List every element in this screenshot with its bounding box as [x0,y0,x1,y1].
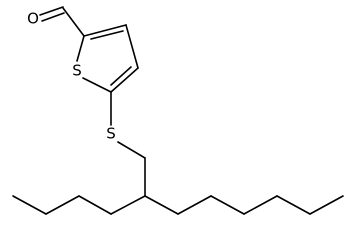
butyl-bond-2 [78,195,112,215]
aldehyde-c-o-double-bond-outer [39,6,64,16]
butyl-bond-3 [45,195,80,215]
ring-bond-c2-c3 [83,24,127,37]
thioether-linker [110,91,146,197]
thioether-sulfur-label: S [106,125,116,143]
ring-bond-s1-c2 [76,35,85,62]
hexyl-chain [144,195,344,215]
aldehyde-c-ring-bond [62,7,85,37]
ring-bond-c4-c5-double-inner [110,66,132,86]
chemical-structure-diagram: O S S [12,6,344,215]
ring-bond-c3-c4 [125,24,139,69]
hexyl-bond-6 [309,195,344,215]
ring-sulfur-label: S [72,62,82,80]
hexyl-bond-2 [177,195,212,215]
hexyl-bond-1 [144,195,179,215]
butyl-chain [12,195,146,215]
butyl-bond-4 [12,195,47,215]
butyl-bond-1 [110,195,146,215]
ring-bond-c4-c5 [110,67,139,93]
carbonyl-oxygen-label: O [27,10,39,28]
aldehyde-group [39,6,85,37]
ring-bond-c5-s1 [82,77,112,93]
ring-bond-c2-c3-double-inner [90,30,124,40]
hexyl-bond-3 [210,195,245,215]
hexyl-bond-5 [276,195,311,215]
thioether-s-ch2-bond [117,141,146,159]
hexyl-bond-4 [243,195,278,215]
thiophene-ring [76,24,139,93]
atom-labels: O S S [27,10,116,143]
aldehyde-c-o-double-bond-inner [41,12,65,22]
